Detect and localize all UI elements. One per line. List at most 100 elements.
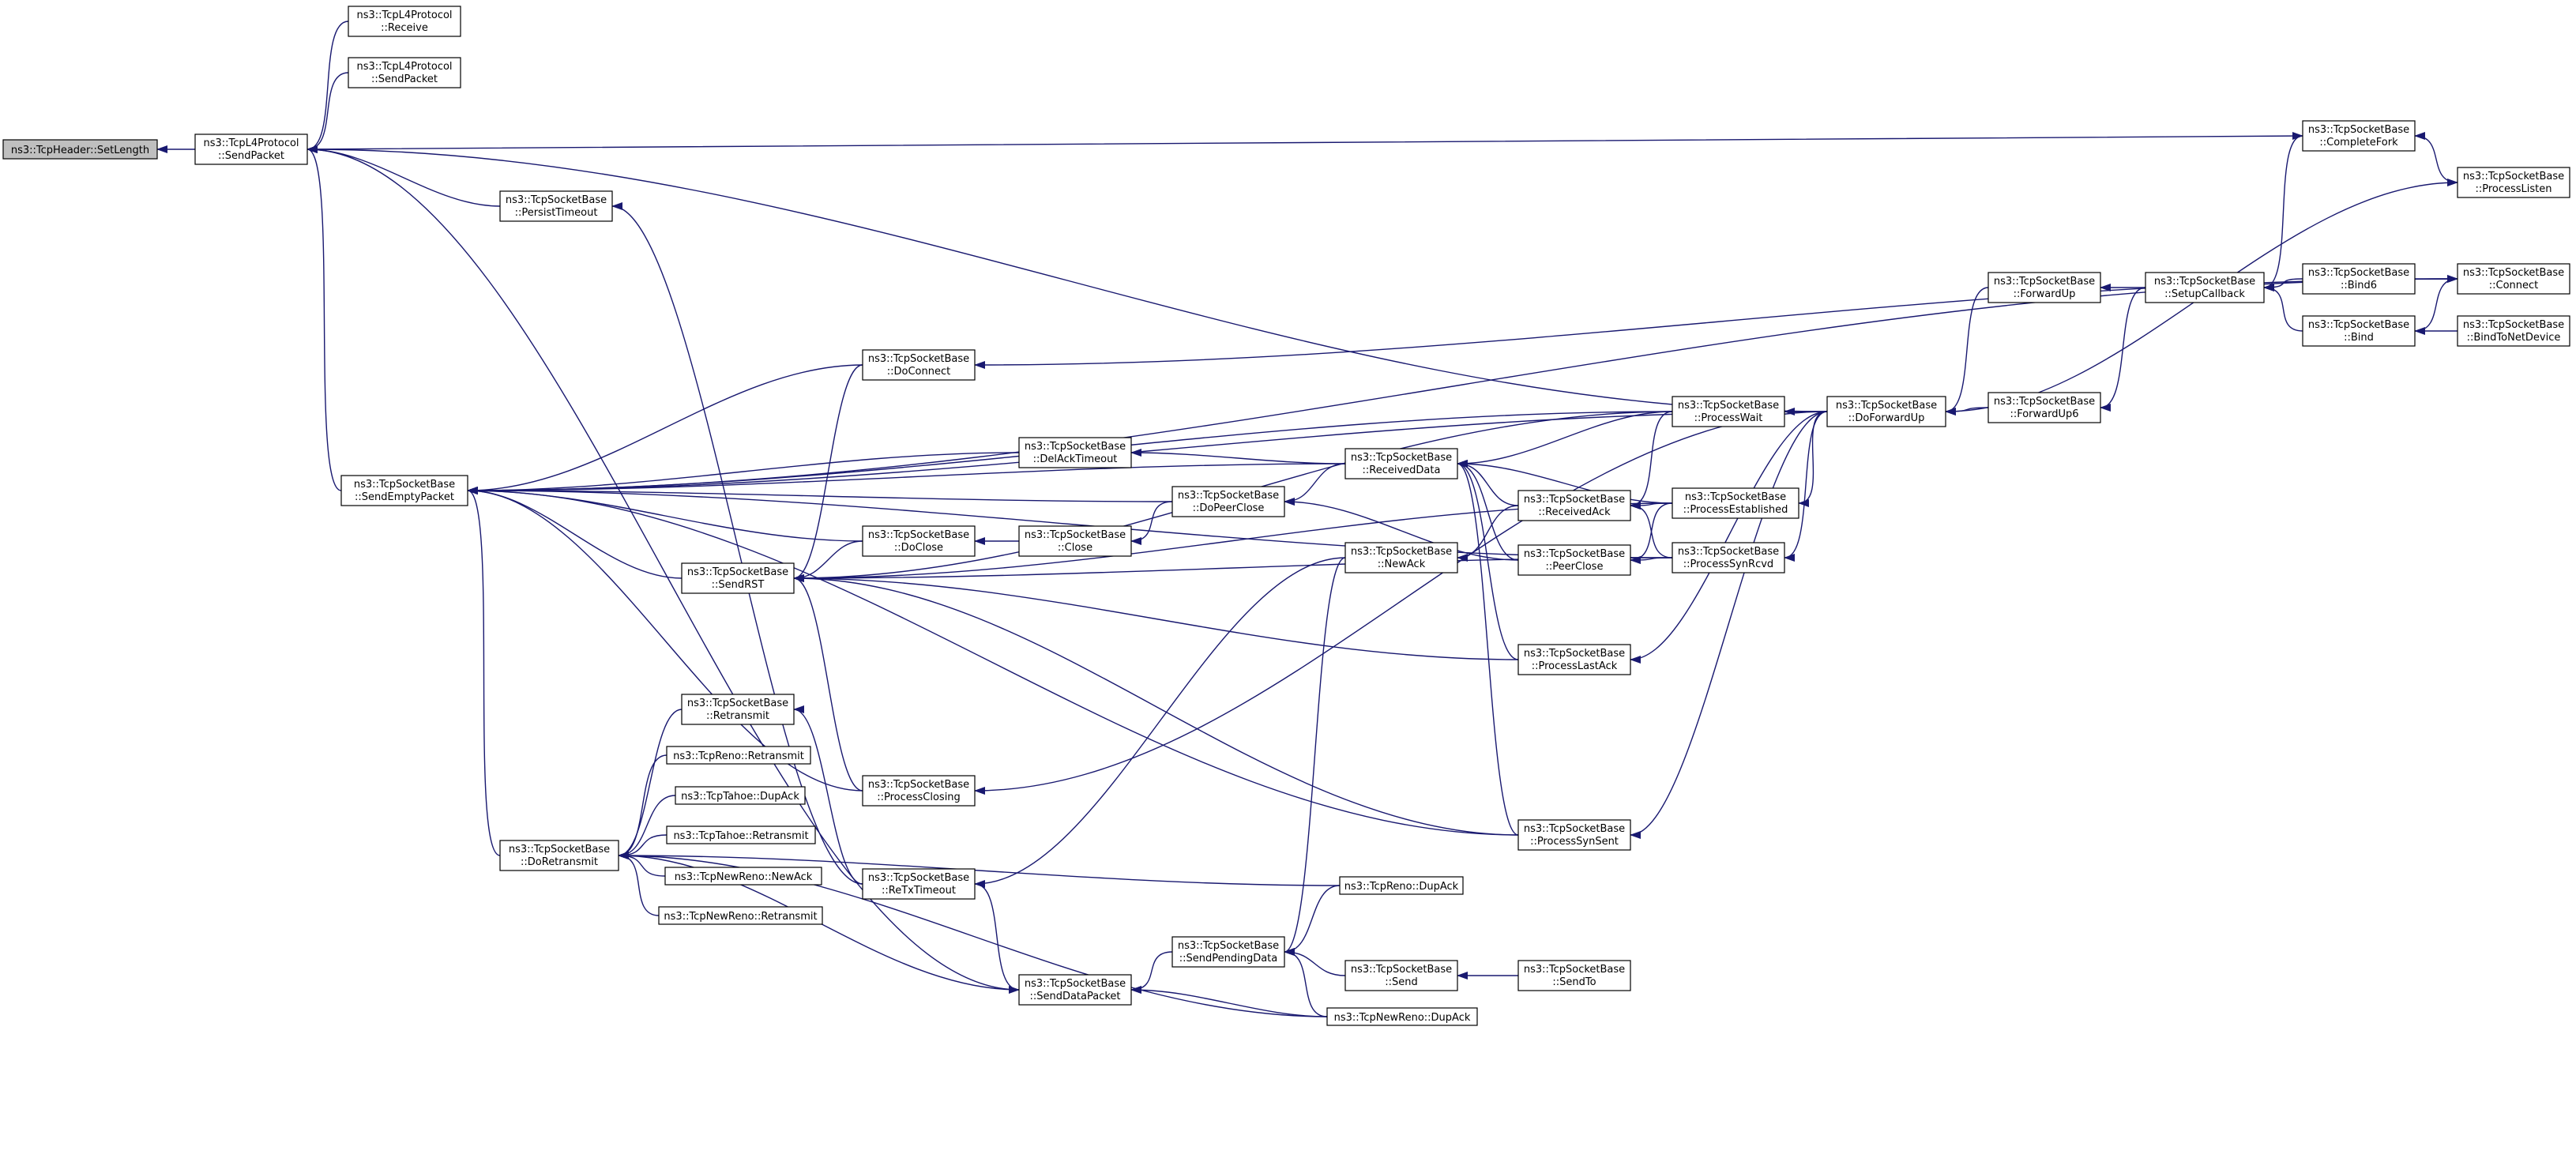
node-newrenodup[interactable]: ns3::TcpNewReno::DupAck xyxy=(1326,1007,1478,1026)
node-label: ::DoPeerClose xyxy=(1193,502,1265,514)
node-label: ::DoForwardUp xyxy=(1848,412,1925,424)
node-bindtonetdevice[interactable]: ns3::TcpSocketBase::BindToNetDevice xyxy=(2457,315,2570,347)
node-label: ns3::TcpSocketBase xyxy=(1678,400,1779,412)
node-label: ns3::TcpSocketBase xyxy=(1994,276,2095,288)
node-delack[interactable]: ns3::TcpSocketBase::DelAckTimeout xyxy=(1018,437,1132,468)
node-box xyxy=(1171,936,1285,968)
call-edge-senddata-to-l4send xyxy=(306,145,1020,991)
node-bind[interactable]: ns3::TcpSocketBase::Bind xyxy=(2302,315,2416,347)
node-send[interactable]: ns3::TcpSocketBase::Send xyxy=(1344,960,1458,991)
node-label: ::DelAckTimeout xyxy=(1033,453,1118,465)
node-completefork[interactable]: ns3::TcpSocketBase::CompleteFork xyxy=(2302,120,2416,152)
node-label: ns3::TcpSocketBase xyxy=(1025,441,1126,453)
node-l4sendpkt2[interactable]: ns3::TcpL4Protocol::SendPacket xyxy=(348,57,461,88)
node-connect[interactable]: ns3::TcpSocketBase::Connect xyxy=(2457,263,2570,295)
node-label: ns3::TcpSocketBase xyxy=(1678,546,1779,558)
node-sendto[interactable]: ns3::TcpSocketBase::SendTo xyxy=(1517,960,1631,991)
node-doforwardup[interactable]: ns3::TcpSocketBase::DoForwardUp xyxy=(1826,396,1946,427)
node-box xyxy=(1826,396,1946,427)
node-l4receive[interactable]: ns3::TcpL4Protocol::Receive xyxy=(348,6,461,37)
node-label: ::SendPendingData xyxy=(1179,953,1278,965)
node-newrenoretx[interactable]: ns3::TcpNewReno::Retransmit xyxy=(658,906,823,925)
node-doretransmit[interactable]: ns3::TcpSocketBase::DoRetransmit xyxy=(499,840,619,871)
node-sendpending[interactable]: ns3::TcpSocketBase::SendPendingData xyxy=(1171,936,1285,968)
call-edge-peerclose-to-receiveddata xyxy=(1457,460,1519,561)
node-box xyxy=(666,746,811,765)
node-doconnect[interactable]: ns3::TcpSocketBase::DoConnect xyxy=(862,349,976,381)
node-peerclose[interactable]: ns3::TcpSocketBase::PeerClose xyxy=(1517,544,1631,576)
node-label: ::CompleteFork xyxy=(2319,137,2398,149)
node-setlength[interactable]: ns3::TcpHeader::SetLength xyxy=(2,139,158,160)
call-edge-sendpending-to-senddata xyxy=(1130,951,1173,994)
node-processsynsent[interactable]: ns3::TcpSocketBase::ProcessSynSent xyxy=(1517,819,1631,851)
call-edge-newrenodup-to-doretransmit xyxy=(618,852,1328,1017)
node-label: ns3::TcpSocketBase xyxy=(1524,823,1625,835)
call-edge-dopeerclose-to-close xyxy=(1130,501,1173,545)
node-label: ns3::TcpSocketBase xyxy=(1351,546,1452,558)
node-sendrst[interactable]: ns3::TcpSocketBase::SendRST xyxy=(681,562,795,594)
node-label: ns3::TcpSocketBase xyxy=(2308,124,2409,136)
node-processclosing[interactable]: ns3::TcpSocketBase::ProcessClosing xyxy=(862,775,976,807)
call-edge-processlastack-to-receiveddata xyxy=(1457,460,1519,660)
call-edge-dopeerclose-to-sendempty xyxy=(467,487,1173,502)
node-doclose[interactable]: ns3::TcpSocketBase::DoClose xyxy=(862,525,976,557)
node-box xyxy=(666,825,816,844)
node-box xyxy=(1018,974,1132,1006)
call-edge-bind6-to-setupcallback xyxy=(2263,278,2303,291)
node-box xyxy=(1326,1007,1478,1026)
node-label: ::Close xyxy=(1058,542,1092,554)
node-dopeerclose[interactable]: ns3::TcpSocketBase::DoPeerClose xyxy=(1171,486,1285,517)
node-label: ::ProcessClosing xyxy=(877,792,961,803)
node-sendempty[interactable]: ns3::TcpSocketBase::SendEmptyPacket xyxy=(340,475,468,506)
node-renodup[interactable]: ns3::TcpReno::DupAck xyxy=(1339,876,1464,895)
node-box xyxy=(1018,437,1132,468)
node-processwait[interactable]: ns3::TcpSocketBase::ProcessWait xyxy=(1672,396,1785,427)
node-box xyxy=(862,525,976,557)
call-edge-sendempty-to-l4send xyxy=(306,145,342,491)
node-setupcallback[interactable]: ns3::TcpSocketBase::SetupCallback xyxy=(2145,272,2265,303)
node-processsynrcvd[interactable]: ns3::TcpSocketBase::ProcessSynRcvd xyxy=(1672,542,1785,573)
node-receivedack[interactable]: ns3::TcpSocketBase::ReceivedAck xyxy=(1517,490,1631,521)
node-processest[interactable]: ns3::TcpSocketBase::ProcessEstablished xyxy=(1672,487,1799,519)
node-persist[interactable]: ns3::TcpSocketBase::PersistTimeout xyxy=(499,190,613,222)
call-edge-connect-to-sendempty xyxy=(467,278,2458,495)
call-edge-processsynsent-to-sendrst xyxy=(793,574,1519,836)
node-tahoedup[interactable]: ns3::TcpTahoe::DupAck xyxy=(675,786,806,805)
node-label: ns3::TcpSocketBase xyxy=(2154,276,2255,288)
call-edge-processclosing-to-sendempty xyxy=(467,487,863,792)
node-senddata[interactable]: ns3::TcpSocketBase::SendDataPacket xyxy=(1018,974,1132,1006)
node-label: ns3::TcpSocketBase xyxy=(2308,319,2409,331)
node-label: ns3::TcpSocketBase xyxy=(687,698,788,709)
node-label: ::BindToNetDevice xyxy=(2467,332,2561,344)
node-label: ns3::TcpL4Protocol xyxy=(356,61,452,73)
node-label: ns3::TcpSocketBase xyxy=(1836,400,1937,412)
node-l4send[interactable]: ns3::TcpL4Protocol::SendPacket xyxy=(194,133,308,165)
node-box xyxy=(1339,876,1464,895)
node-box xyxy=(1344,960,1458,991)
node-forwardup6[interactable]: ns3::TcpSocketBase::ForwardUp6 xyxy=(1987,392,2101,423)
node-box xyxy=(1987,392,2101,423)
node-label: ::ForwardUp xyxy=(2014,288,2076,300)
node-box xyxy=(2302,315,2416,347)
node-processlisten[interactable]: ns3::TcpSocketBase::ProcessListen xyxy=(2457,167,2570,198)
node-retxtimeout[interactable]: ns3::TcpSocketBase::ReTxTimeout xyxy=(862,868,976,900)
node-box xyxy=(1517,490,1631,521)
call-edge-doforwardup-to-processlastack xyxy=(1630,411,1828,664)
node-processlastack[interactable]: ns3::TcpSocketBase::ProcessLastAck xyxy=(1517,644,1631,675)
node-newrenonewack[interactable]: ns3::TcpNewReno::NewAck xyxy=(664,867,822,886)
node-label: ns3::TcpSocketBase xyxy=(1524,648,1625,660)
node-renoretx[interactable]: ns3::TcpReno::Retransmit xyxy=(666,746,811,765)
node-box xyxy=(348,6,461,37)
node-forwardup[interactable]: ns3::TcpSocketBase::ForwardUp xyxy=(1987,272,2101,303)
node-box xyxy=(2145,272,2265,303)
node-box xyxy=(2302,263,2416,295)
node-tahoeretx[interactable]: ns3::TcpTahoe::Retransmit xyxy=(666,825,816,844)
node-close[interactable]: ns3::TcpSocketBase::Close xyxy=(1018,525,1132,557)
node-receiveddata[interactable]: ns3::TcpSocketBase::ReceivedData xyxy=(1344,448,1458,479)
node-box xyxy=(2302,120,2416,152)
node-box xyxy=(681,694,795,725)
node-newack[interactable]: ns3::TcpSocketBase::NewAck xyxy=(1344,542,1458,573)
node-retransmit[interactable]: ns3::TcpSocketBase::Retransmit xyxy=(681,694,795,725)
node-bind6[interactable]: ns3::TcpSocketBase::Bind6 xyxy=(2302,263,2416,295)
node-label: ns3::TcpSocketBase xyxy=(1351,452,1452,464)
